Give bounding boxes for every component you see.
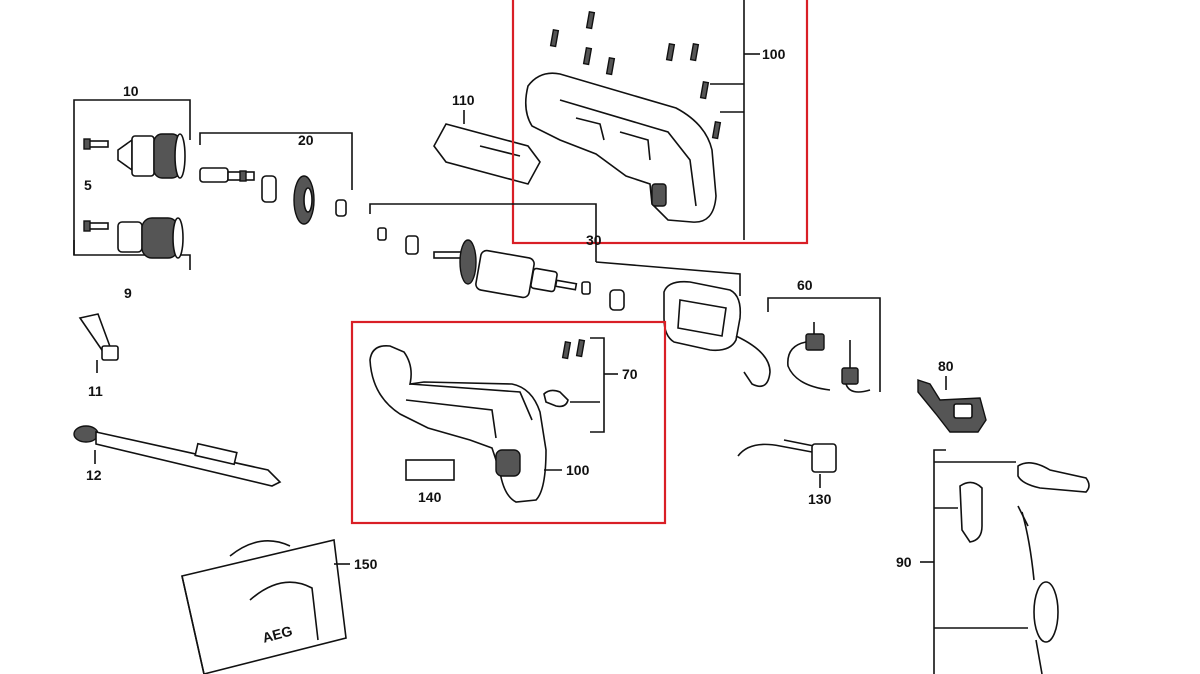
spindle-gear xyxy=(293,175,315,225)
armature-bearing xyxy=(609,289,625,311)
label-150[interactable]: 150 xyxy=(354,556,378,572)
housing-half-middle xyxy=(369,344,547,503)
switch-lock-button xyxy=(543,389,569,408)
label-10[interactable]: 10 xyxy=(123,83,139,99)
top-housing-group: 100 xyxy=(511,0,809,245)
housing-half-top xyxy=(524,72,717,223)
middle-screws xyxy=(561,338,586,360)
label-110[interactable]: 110 xyxy=(452,92,475,108)
armature-washer xyxy=(581,281,591,295)
spindle-shaft xyxy=(199,167,255,183)
group-10-chuck: 10 5 9 xyxy=(73,83,191,301)
chuck-screw-top xyxy=(83,138,109,150)
highlight-box-middle xyxy=(350,320,667,525)
field-coil xyxy=(663,280,771,388)
power-cord xyxy=(1017,505,1059,674)
small-bearing xyxy=(405,235,419,255)
chuck-screw-bottom xyxy=(83,220,109,232)
label-20[interactable]: 20 xyxy=(298,132,314,148)
depth-gauge-12: 12 xyxy=(73,425,282,487)
keyless-chuck xyxy=(117,217,184,259)
carry-bag-150: AEG 150 xyxy=(181,539,378,674)
label-100-top[interactable]: 100 xyxy=(762,46,786,62)
strain-relief xyxy=(959,481,983,543)
brush-holder-left xyxy=(787,322,831,391)
cable-clamp xyxy=(1017,462,1090,493)
label-30[interactable]: 30 xyxy=(586,232,602,248)
spindle-bearing xyxy=(335,199,347,217)
group-30-armature: 30 xyxy=(369,203,741,311)
group-60-brushes: 60 xyxy=(767,277,881,393)
label-80[interactable]: 80 xyxy=(938,358,954,374)
brush-holder-right xyxy=(841,340,871,393)
label-100-mid[interactable]: 100 xyxy=(566,462,590,478)
group-90-cable: 90 xyxy=(896,449,1090,674)
side-panel-110: 110 xyxy=(433,92,541,185)
label-5[interactable]: 5 xyxy=(84,177,92,193)
small-washer xyxy=(377,227,387,241)
group-20-spindle: 20 xyxy=(199,132,353,225)
label-60[interactable]: 60 xyxy=(797,277,813,293)
label-140[interactable]: 140 xyxy=(418,489,442,505)
keyed-chuck xyxy=(117,133,186,179)
chuck-key-11: 11 xyxy=(78,313,119,399)
label-12[interactable]: 12 xyxy=(86,467,102,483)
switch-80: 80 xyxy=(917,358,987,433)
label-90[interactable]: 90 xyxy=(896,554,912,570)
bag-brand-logo: AEG xyxy=(261,622,295,645)
middle-housing-group: 70 140 100 xyxy=(350,320,667,525)
label-9[interactable]: 9 xyxy=(124,285,132,301)
armature xyxy=(433,239,578,299)
highlight-box-top xyxy=(511,0,809,245)
label-130[interactable]: 130 xyxy=(808,491,832,507)
label-plate-140 xyxy=(405,459,455,481)
label-11[interactable]: 11 xyxy=(88,383,103,399)
label-70[interactable]: 70 xyxy=(622,366,638,382)
capacitor-130: 130 xyxy=(737,439,837,507)
spacer-ring xyxy=(261,175,277,203)
